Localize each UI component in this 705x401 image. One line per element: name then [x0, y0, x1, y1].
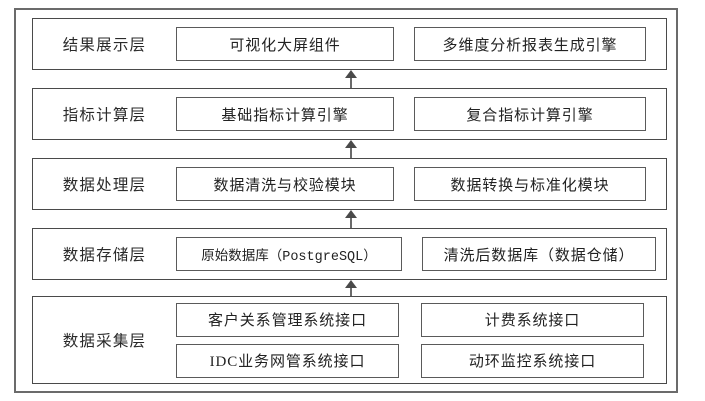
layer-label-storage: 数据存储层: [62, 247, 147, 264]
layer-modules-presentation: 可视化大屏组件 多维度分析报表生成引擎: [176, 19, 666, 69]
module-box-transform-standardize[interactable]: 数据转换与标准化模块: [414, 167, 646, 201]
module-box-raw-database[interactable]: 原始数据库（PostgreSQL）: [176, 237, 402, 271]
module-box-billing-interface[interactable]: 计费系统接口: [421, 302, 644, 337]
module-box-environment-monitor-interface[interactable]: 动环监控系统接口: [421, 343, 644, 378]
layer-modules-metrics: 基础指标计算引擎 复合指标计算引擎: [176, 89, 666, 139]
arrow-head-up-icon: [345, 70, 357, 78]
arrow-head-up-icon: [345, 210, 357, 218]
layer-presentation: 结果展示层 可视化大屏组件 多维度分析报表生成引擎: [32, 18, 667, 70]
module-box-composite-metric-engine[interactable]: 复合指标计算引擎: [414, 97, 646, 131]
arrow-head-up-icon: [345, 140, 357, 148]
layer-storage: 数据存储层 原始数据库（PostgreSQL） 清洗后数据库（数据仓储）: [32, 228, 667, 280]
arrow-metrics-to-presentation: [344, 70, 358, 88]
collection-row-top: 客户关系管理系统接口 计费系统接口: [176, 302, 644, 337]
layer-metrics: 指标计算层 基础指标计算引擎 复合指标计算引擎: [32, 88, 667, 140]
arrow-storage-to-processing: [344, 210, 358, 228]
arrow-processing-to-metrics: [344, 140, 358, 158]
module-box-cleaned-database[interactable]: 清洗后数据库（数据仓储）: [422, 237, 656, 271]
layer-label-presentation: 结果展示层: [62, 37, 147, 54]
layer-collection: 数据采集层 客户关系管理系统接口 计费系统接口 IDC业务网管系统接口 动环监控…: [32, 296, 667, 384]
arrow-shaft: [350, 144, 352, 158]
layer-modules-processing: 数据清洗与校验模块 数据转换与标准化模块: [176, 159, 666, 209]
layer-label-processing: 数据处理层: [62, 177, 147, 194]
module-box-crm-interface[interactable]: 客户关系管理系统接口: [176, 302, 399, 337]
module-box-basic-metric-engine[interactable]: 基础指标计算引擎: [176, 97, 394, 131]
layer-modules-storage: 原始数据库（PostgreSQL） 清洗后数据库（数据仓储）: [176, 229, 666, 279]
layer-label-metrics: 指标计算层: [62, 107, 147, 124]
module-box-cleaning-validation[interactable]: 数据清洗与校验模块: [176, 167, 394, 201]
arrow-shaft: [350, 284, 352, 298]
module-box-visual-dashboard[interactable]: 可视化大屏组件: [176, 27, 394, 61]
arrow-shaft: [350, 214, 352, 228]
arrow-collection-to-storage: [344, 280, 358, 298]
module-box-report-engine[interactable]: 多维度分析报表生成引擎: [414, 27, 646, 61]
module-box-idc-network-interface[interactable]: IDC业务网管系统接口: [176, 343, 399, 378]
layer-label-collection: 数据采集层: [62, 333, 147, 350]
arrow-head-up-icon: [345, 280, 357, 288]
collection-row-bottom: IDC业务网管系统接口 动环监控系统接口: [176, 343, 644, 378]
layer-modules-collection: 客户关系管理系统接口 计费系统接口 IDC业务网管系统接口 动环监控系统接口: [176, 297, 666, 383]
layer-processing: 数据处理层 数据清洗与校验模块 数据转换与标准化模块: [32, 158, 667, 210]
arrow-shaft: [350, 74, 352, 88]
